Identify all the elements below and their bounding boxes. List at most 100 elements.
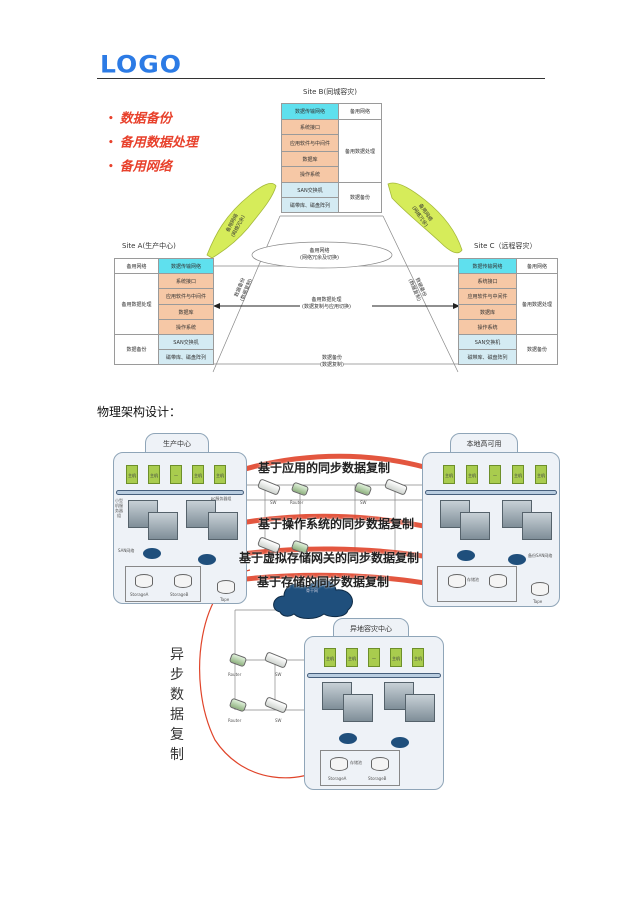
bottom-line-label: 数据备份(数据复制) [320,355,344,369]
site-b-cell: 备用数据处理 [338,119,382,183]
storage-a-label: StorageA [328,776,347,781]
site-a-title: Site A(生产中心) [122,242,176,250]
server-icon [208,512,238,540]
host-box: 主机 [390,648,402,667]
switch-label: SW [275,672,282,677]
site-a-cell: 磁带库、磁盘阵列 [158,349,214,365]
san-label: SAN网络 [118,548,135,553]
sync-replication-label: 基于存储的同步数据复制 [257,575,390,589]
local-ha-host-row: 主机 主机 — 主机 主机 [443,465,547,484]
site-c-cell: 数据备份 [516,334,558,365]
storage-disk-icon [371,757,389,771]
site-c-cell: 备用数据处理 [516,273,558,335]
wan-cloud-label: 骨干网 [306,588,318,593]
server-icon [405,694,435,722]
san-switch-icon [339,733,357,744]
server-icon [440,500,470,528]
switch-label: SW [270,500,277,505]
backup-san-label: 备份SAN网络 [528,553,553,558]
storage-disk-icon [448,574,466,588]
switch-label: SW [275,718,282,723]
router-label: Router [228,672,242,677]
server-group-label: pc服务器组 [210,496,232,501]
async-replication-label: 异 步 数 据 复 制 [170,647,184,763]
site-c-cell: 系统接口 [458,273,517,289]
backup-san-icon [508,554,526,565]
storage-b-label: StorageB [368,776,387,781]
network-bus [425,490,557,495]
server-icon [460,512,490,540]
site-a-table: 备用网络数据传输网络 备用数据处理系统接口 应用软件与中间件 数据库 操作系统 … [114,258,214,365]
backup-san-icon [198,554,216,565]
host-box: 主机 [346,648,358,667]
right-green-cloud [387,182,463,254]
host-box: 主机 [148,465,160,484]
site-b-cell: 备用网络 [338,103,382,120]
site-a-cell: 备用数据处理 [114,273,159,335]
server-icon [148,512,178,540]
site-c-cell: SAN交换机 [458,334,517,350]
site-b-cell: 磁带库、磁盘阵列 [281,197,339,213]
network-bus [116,490,244,495]
bullet-marker: • [108,162,114,172]
host-box: 主机 [443,465,455,484]
site-b-cell: 系统接口 [281,119,339,135]
bullet-item: •备用数据处理 [108,135,198,151]
site-b-cell: 数据传输网络 [281,103,339,120]
san-switch-icon [457,550,475,561]
site-a-cell: 应用软件与中间件 [158,288,214,305]
tape-label: Tape [220,597,230,602]
host-box: — [368,648,380,667]
storage-pool [320,750,400,786]
tape-disk-icon [531,582,549,596]
site-a-cell: SAN交换机 [158,334,214,350]
sync-replication-label: 基于应用的同步数据复制 [258,461,391,475]
wan-cloud-icon [273,579,353,619]
site-c-cell: 备用网络 [516,258,558,274]
san-switch-icon [143,548,161,559]
host-box: 主机 [214,465,226,484]
trapezoid-left-line [212,215,281,373]
storage-disk-icon [330,757,348,771]
site-c-title: Site C（远程容灾） [474,242,537,250]
host-box: 主机 [192,465,204,484]
storage-disk-icon [135,574,153,588]
host-box: 主机 [324,648,336,667]
storage-pool-label: 存储池 [350,760,362,765]
feature-bullet-list: •数据备份 •备用数据处理 •备用网络 [108,107,198,179]
trapezoid-right-line [382,215,459,373]
arrow-head-right [453,303,460,309]
site-a-cell: 数据备份 [114,334,159,365]
bullet-marker: • [108,138,114,148]
host-box: — [170,465,182,484]
host-box: 主机 [126,465,138,484]
site-c-cell: 数据传输网络 [458,258,517,274]
bullet-item: •备用网络 [108,159,172,175]
storage-b-label: StorageB [170,592,189,597]
site-c-table: 数据传输网络备用网络 系统接口备用数据处理 应用软件与中间件 数据库 操作系统 … [458,258,558,365]
site-a-cell: 系统接口 [158,273,214,289]
center-cloud-label: 备用网络(网络冗余及切换) [300,248,339,261]
bullet-item: •数据备份 [108,111,172,127]
storage-pool [125,566,201,602]
middle-arrow-label: 备用数据处理(数据复制与应用切换) [302,297,351,311]
storage-a-label: StorageA [130,592,149,597]
site-a-cell: 数据库 [158,304,214,320]
site-b-title: Site B(同城容灾) [303,88,357,96]
site-b-cell: 操作系统 [281,166,339,183]
storage-pool-label: 存储池 [467,577,479,582]
header-divider [97,78,545,79]
site-b-cell: 应用软件与中间件 [281,134,339,152]
host-box: 主机 [466,465,478,484]
logo: LOGO [100,50,183,79]
tape-label: Tape [533,599,543,604]
host-box: 主机 [535,465,547,484]
server-icon [522,512,552,540]
backup-san-icon [391,737,409,748]
switch-label: SW [360,500,367,505]
left-green-cloud [206,183,277,259]
host-box: 主机 [412,648,424,667]
storage-disk-icon [174,574,192,588]
site-b-cell: 数据备份 [338,182,382,213]
router-label: Router [228,718,242,723]
